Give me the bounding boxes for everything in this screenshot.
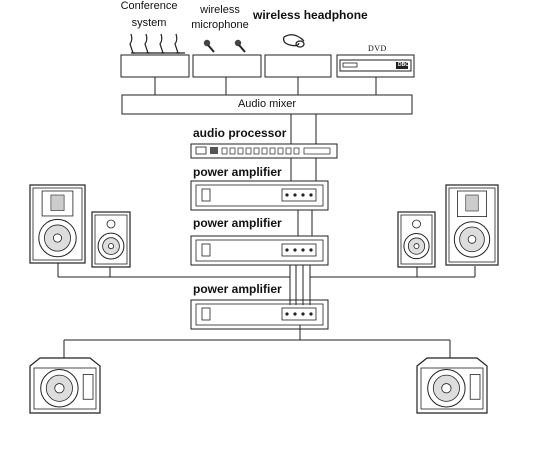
power-amplifier-unit xyxy=(190,235,329,266)
power-amplifier-unit xyxy=(190,180,329,211)
dvd-player-icon xyxy=(339,59,412,72)
processor-button xyxy=(269,147,276,155)
audio-mixer-box xyxy=(121,94,413,115)
amp-power-switch xyxy=(201,307,211,321)
conference-mic-icon xyxy=(129,33,185,54)
amp-knob xyxy=(285,248,289,252)
amp-knob xyxy=(285,312,289,316)
wireless-mic-label-2: microphone xyxy=(191,19,249,31)
audio-processor-label: audio processor xyxy=(193,126,287,140)
power-amplifier-label-3: power amplifier xyxy=(193,282,282,296)
amp-knob xyxy=(309,193,313,197)
tweeter xyxy=(412,219,421,229)
wireless-headphone-box xyxy=(264,54,332,78)
small-speaker-left-icon xyxy=(91,211,131,268)
amp-control-panel xyxy=(281,307,317,321)
dvd-panel-text: DBC xyxy=(398,62,409,68)
amp-knob xyxy=(309,312,313,316)
wireless-microphone-box xyxy=(192,54,262,78)
conference-system-box xyxy=(120,54,190,78)
amp-power-switch xyxy=(201,243,211,257)
amp-control-panel xyxy=(281,188,317,202)
processor-button xyxy=(293,147,300,155)
wireless-mic-label-1: wireless xyxy=(200,4,240,16)
tweeter xyxy=(82,374,94,400)
speaker-wiring xyxy=(57,262,476,360)
power-amplifier-label-1: power amplifier xyxy=(193,165,282,179)
dvd-label: DVD xyxy=(368,44,387,53)
small-speaker-right-icon xyxy=(397,211,436,268)
amp-power-switch xyxy=(201,188,211,202)
power-amplifier-label-2: power amplifier xyxy=(193,216,282,230)
headset-icon xyxy=(282,34,305,48)
amp-knob xyxy=(309,248,313,252)
processor-button xyxy=(221,147,228,155)
processor-display xyxy=(303,147,331,155)
floor-monitor-right-icon xyxy=(416,357,488,414)
amp-control-panel xyxy=(281,243,317,257)
power-amplifier-unit xyxy=(190,299,329,330)
large-speaker-right-icon xyxy=(445,184,499,266)
audio-mixer-label: Audio mixer xyxy=(237,98,297,110)
amp-knob xyxy=(293,248,297,252)
large-speaker-left-icon xyxy=(29,184,86,264)
processor-button xyxy=(237,147,244,155)
speakers xyxy=(29,184,499,414)
processor-button xyxy=(261,147,268,155)
wireless-microphone-icon xyxy=(203,39,246,53)
tweeter xyxy=(106,219,116,229)
amp-knob xyxy=(301,193,305,197)
power-amplifiers xyxy=(190,180,329,330)
conference-label-1: Conference xyxy=(120,0,178,12)
conference-label-2: system xyxy=(131,17,167,29)
amp-knob xyxy=(293,193,297,197)
amp-knob xyxy=(285,193,289,197)
processor-button xyxy=(253,147,260,155)
processor-button xyxy=(229,147,236,155)
amp-knob xyxy=(301,312,305,316)
tweeter xyxy=(469,374,481,400)
amp-knob xyxy=(301,248,305,252)
processor-button xyxy=(285,147,292,155)
amp-knob xyxy=(293,312,297,316)
processor-controls xyxy=(221,147,331,155)
wireless-headphone-label: wireless headphone xyxy=(253,8,368,22)
floor-monitor-left-icon xyxy=(29,357,101,414)
processor-button xyxy=(245,147,252,155)
processor-button xyxy=(277,147,284,155)
